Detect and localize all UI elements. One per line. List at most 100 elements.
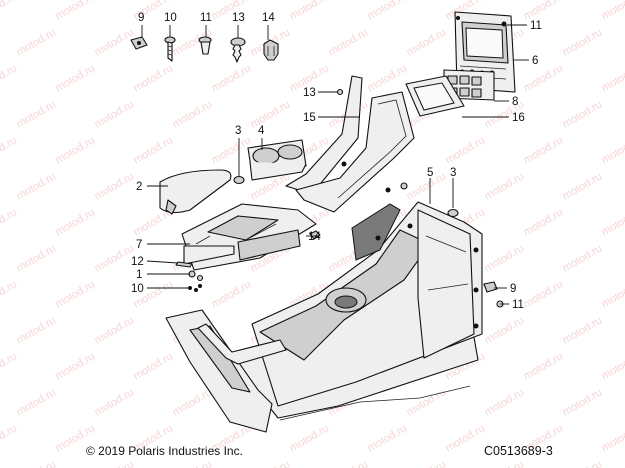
watermark-text: motod.ru bbox=[483, 314, 527, 346]
watermark-text: motod.ru bbox=[288, 0, 332, 23]
watermark-text: motod.ru bbox=[600, 422, 625, 454]
part-11-push-rivet bbox=[198, 36, 212, 55]
watermark-text: motod.ru bbox=[210, 134, 254, 166]
watermark-text: motod.ru bbox=[600, 0, 625, 23]
watermark-text: motod.ru bbox=[483, 386, 527, 418]
part-15-side-trim bbox=[285, 75, 415, 213]
watermark-text: motod.ru bbox=[171, 386, 215, 418]
watermark-text: motod.ru bbox=[132, 350, 176, 382]
watermark-text: motod.ru bbox=[54, 278, 98, 310]
watermark-text: motod.ru bbox=[561, 98, 605, 130]
watermark-text: motod.ru bbox=[561, 386, 605, 418]
watermark-text: motod.ru bbox=[522, 350, 566, 382]
callout-16: 16 bbox=[512, 112, 525, 124]
watermark-text: motod.ru bbox=[600, 134, 625, 166]
callout-11-right: 11 bbox=[530, 20, 542, 32]
watermark-text: motod.ru bbox=[93, 170, 137, 202]
part-11-rivet-top-right bbox=[501, 21, 507, 27]
watermark-text: motod.ru bbox=[0, 134, 19, 166]
watermark-text: motod.ru bbox=[522, 206, 566, 238]
copyright-notice: © 2019 Polaris Industries Inc. bbox=[86, 444, 243, 458]
watermark-text: motod.ru bbox=[444, 422, 488, 454]
watermark-text: motod.ru bbox=[561, 242, 605, 274]
callout-9-top: 9 bbox=[138, 12, 144, 24]
watermark-text: motod.ru bbox=[15, 242, 59, 274]
watermark-text: motod.ru bbox=[171, 98, 215, 130]
watermark-text: motod.ru bbox=[327, 26, 371, 58]
watermark-text: motod.ru bbox=[561, 314, 605, 346]
watermark-text: motod.ru bbox=[522, 134, 566, 166]
watermark-text: motod.ru bbox=[561, 170, 605, 202]
leader-lines bbox=[141, 24, 529, 305]
watermark-text: motod.ru bbox=[15, 458, 59, 468]
callout-9-right: 9 bbox=[510, 283, 516, 295]
callout-7: 7 bbox=[136, 239, 142, 251]
watermark-text: motod.ru bbox=[483, 242, 527, 274]
watermark-text: motod.ru bbox=[366, 62, 410, 94]
callout-12: 12 bbox=[131, 256, 144, 268]
watermark-text: motod.ru bbox=[600, 62, 625, 94]
watermark-text: motod.ru bbox=[522, 0, 566, 23]
part-5-center-console bbox=[165, 182, 483, 433]
watermark-text: motod.ru bbox=[0, 0, 19, 23]
part-12-screw-tray bbox=[175, 261, 193, 268]
watermark-text: motod.ru bbox=[522, 62, 566, 94]
callout-14-mid: 14 bbox=[308, 231, 321, 243]
part-9-clip-nut-right bbox=[483, 281, 498, 293]
callout-11-lower: 11 bbox=[512, 299, 524, 311]
watermark-text: motod.ru bbox=[54, 134, 98, 166]
watermark-text: motod.ru bbox=[54, 0, 98, 23]
watermark-text: motod.ru bbox=[93, 98, 137, 130]
watermark-text: motod.ru bbox=[0, 206, 19, 238]
callout-14-top: 14 bbox=[262, 12, 275, 24]
part-10-screws-tray bbox=[188, 284, 202, 292]
watermark-text: motod.ru bbox=[15, 314, 59, 346]
watermark-text: motod.ru bbox=[405, 26, 449, 58]
watermark-text: motod.ru bbox=[15, 26, 59, 58]
watermark-text: motod.ru bbox=[93, 458, 137, 468]
part-9-clip-nut bbox=[130, 36, 148, 50]
watermark-text: motod.ru bbox=[249, 458, 293, 468]
watermark-text: motod.ru bbox=[483, 170, 527, 202]
callout-4: 4 bbox=[258, 125, 265, 137]
callout-labels: 9 10 11 13 14 11 6 8 16 13 15 3 4 2 5 3 … bbox=[131, 12, 542, 311]
part-13-christmas-tree-fastener bbox=[230, 37, 246, 63]
watermark-text: motod.ru bbox=[93, 242, 137, 274]
watermark-text: motod.ru bbox=[366, 0, 410, 23]
part-1-clip-tray bbox=[188, 270, 204, 282]
watermark-text: motod.ru bbox=[0, 422, 19, 454]
part-3-grommet-right bbox=[447, 208, 459, 218]
watermark-text: motod.ru bbox=[15, 170, 59, 202]
callout-5: 5 bbox=[427, 167, 433, 179]
callout-2: 2 bbox=[136, 181, 142, 193]
watermark-text: motod.ru bbox=[249, 98, 293, 130]
watermark-text: motod.ru bbox=[405, 458, 449, 468]
watermark-text: motod.ru bbox=[15, 98, 59, 130]
watermark-text: motod.ru bbox=[0, 278, 19, 310]
callout-6: 6 bbox=[532, 55, 538, 67]
part-4-cup-holder bbox=[247, 139, 307, 181]
callout-1: 1 bbox=[136, 269, 142, 281]
watermark-text: motod.ru bbox=[0, 62, 19, 94]
watermark-text: motod.ru bbox=[0, 350, 19, 382]
watermark-text: motod.ru bbox=[54, 62, 98, 94]
part-14-clip-mid bbox=[309, 230, 321, 240]
watermark-text: motod.ru bbox=[600, 350, 625, 382]
callout-15: 15 bbox=[303, 112, 316, 124]
watermark-text: motod.ru bbox=[132, 62, 176, 94]
watermark-text: motod.ru bbox=[93, 314, 137, 346]
callout-3-left: 3 bbox=[235, 125, 241, 137]
watermark-text: motod.ru bbox=[600, 206, 625, 238]
watermark-text: motod.ru bbox=[600, 278, 625, 310]
watermark-text: motod.ru bbox=[210, 278, 254, 310]
watermark-text: motod.ru bbox=[561, 458, 605, 468]
callout-11-top: 11 bbox=[200, 12, 212, 24]
callout-13-top: 13 bbox=[232, 12, 245, 24]
watermark-text: motod.ru bbox=[54, 350, 98, 382]
watermark-text: motod.ru bbox=[444, 134, 488, 166]
watermark-text: motod.ru bbox=[132, 134, 176, 166]
part-7-storage-tray bbox=[181, 203, 317, 271]
callout-8: 8 bbox=[512, 96, 518, 108]
watermark-text: motod.ru bbox=[561, 26, 605, 58]
